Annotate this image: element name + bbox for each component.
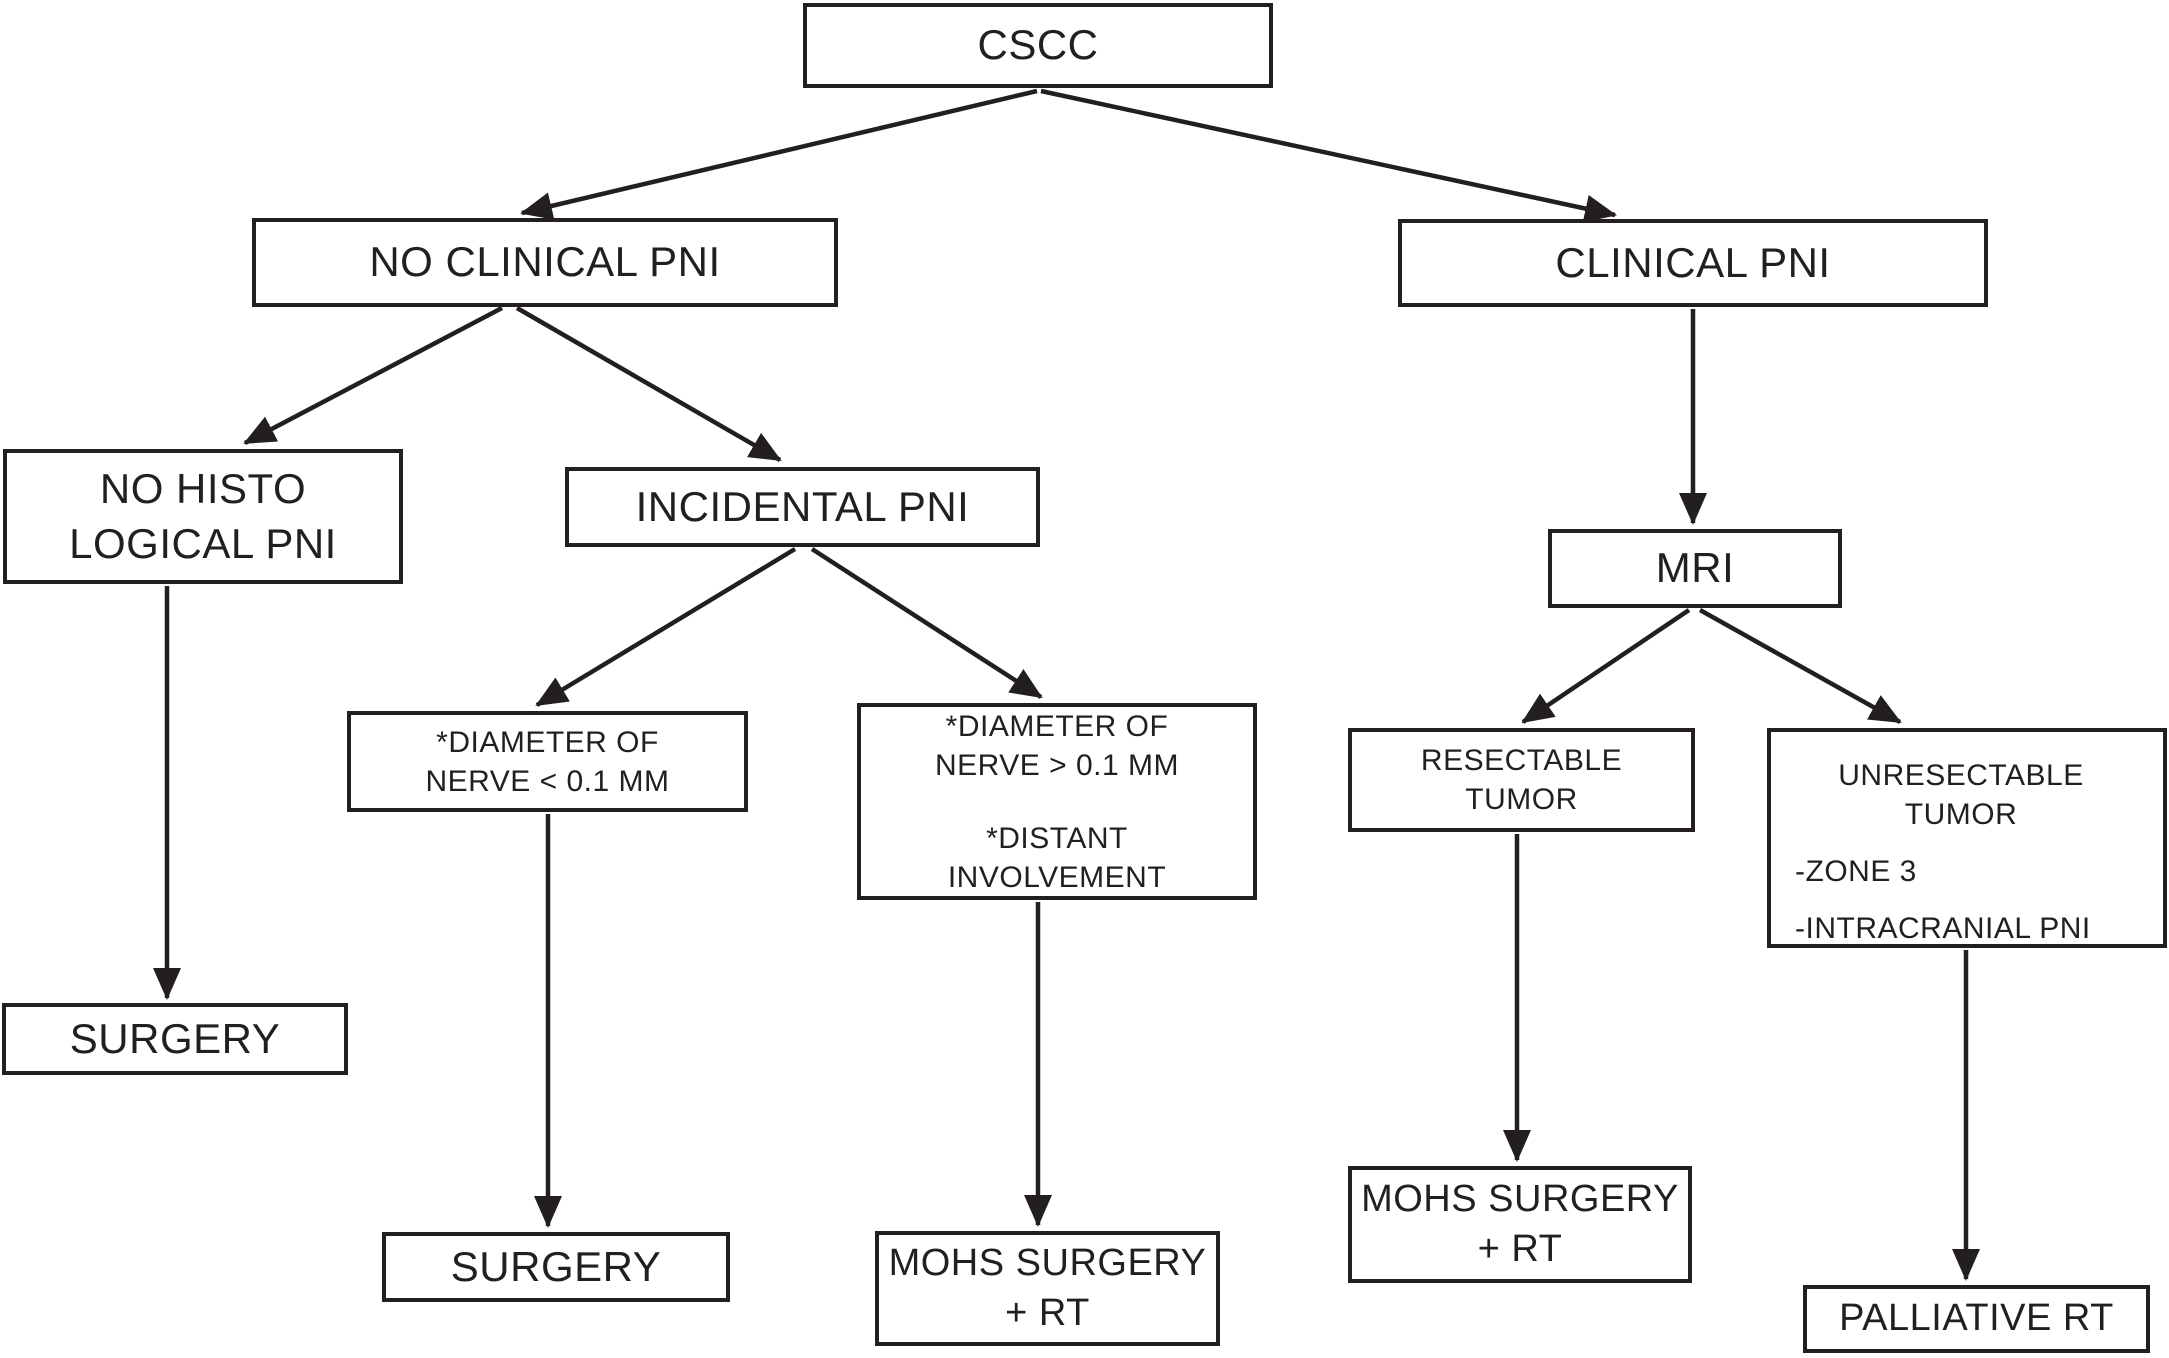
node-mohs-after-resectable: MOHS SURGERY + RT [1348, 1166, 1692, 1283]
node-clinical-pni: CLINICAL PNI [1398, 219, 1988, 307]
node-mohs-after-large-nerve-line2: + RT [1005, 1291, 1090, 1334]
node-nerve-diameter-small-line2: NERVE < 0.1 MM [425, 764, 670, 798]
edge-incidental-nerve-large [810, 547, 1043, 699]
node-cscc: CSCC [803, 3, 1273, 88]
node-resectable-tumor-line1: RESECTABLE [1420, 744, 1623, 777]
node-palliative-rt-label: PALLIATIVE RT [1839, 1297, 2114, 1340]
node-mohs-after-large-nerve: MOHS SURGERY + RT [875, 1231, 1220, 1346]
node-unresectable-tumor-line2: TUMOR [1904, 798, 2018, 831]
node-unresectable-tumor-detail-zone3: -ZONE 3 [1795, 855, 1917, 888]
node-surgery-after-small-nerve: SURGERY [382, 1232, 730, 1302]
node-nerve-diameter-large-line4: INVOLVEMENT [947, 860, 1167, 894]
node-nerve-diameter-large-line2: NERVE > 0.1 MM [934, 748, 1180, 782]
edge-mri-resectable [1521, 608, 1691, 724]
node-mohs-after-resectable-line2: + RT [1477, 1227, 1563, 1270]
node-mohs-after-large-nerve-line1: MOHS SURGERY [888, 1242, 1207, 1285]
node-resectable-tumor-line2: TUMOR [1465, 783, 1578, 816]
node-clinical-pni-label: CLINICAL PNI [1555, 238, 1831, 286]
node-no-clinical-pni: NO CLINICAL PNI [252, 218, 838, 307]
edge-cscc-no-clinical-pni [520, 88, 1038, 220]
node-nerve-diameter-large-line3: *DISTANT [986, 821, 1128, 855]
node-mri-label: MRI [1655, 544, 1735, 592]
node-surgery-after-small-nerve-label: SURGERY [450, 1242, 662, 1290]
node-unresectable-tumor-line1: UNRESECTABLE [1838, 759, 2084, 792]
node-nerve-diameter-large: *DIAMETER OF NERVE > 0.1 MM *DISTANT INV… [857, 703, 1257, 900]
node-surgery-after-no-histological: SURGERY [2, 1003, 348, 1075]
node-mri: MRI [1548, 529, 1842, 608]
node-incidental-pni-label: INCIDENTAL PNI [635, 482, 970, 530]
node-resectable-tumor: RESECTABLE TUMOR [1348, 728, 1695, 832]
node-nerve-diameter-small: *DIAMETER OF NERVE < 0.1 MM [347, 711, 748, 812]
node-surgery-after-no-histological-label: SURGERY [69, 1014, 281, 1062]
edge-no-clinical-no-histological [243, 306, 504, 445]
node-cscc-label: CSCC [977, 21, 1099, 69]
edge-cscc-clinical-pni [1040, 88, 1617, 223]
node-mohs-after-resectable-line1: MOHS SURGERY [1361, 1178, 1679, 1221]
node-no-clinical-pni-label: NO CLINICAL PNI [369, 238, 721, 286]
node-no-histological-pni-line2: LOGICAL PNI [69, 519, 337, 567]
edge-mri-unresectable [1698, 608, 1902, 724]
node-unresectable-tumor: UNRESECTABLE TUMOR -ZONE 3 -INTRACRANIAL… [1767, 728, 2167, 948]
node-nerve-diameter-small-line1: *DIAMETER OF [436, 725, 659, 759]
node-no-histological-pni-line1: NO HISTO [99, 464, 307, 512]
edge-incidental-nerve-small [535, 547, 797, 707]
node-palliative-rt: PALLIATIVE RT [1803, 1285, 2150, 1353]
edge-no-clinical-incidental [515, 306, 782, 462]
node-unresectable-tumor-detail-intracranial: -INTRACRANIAL PNI [1795, 912, 2091, 945]
node-no-histological-pni: NO HISTO LOGICAL PNI [3, 449, 403, 584]
node-nerve-diameter-large-line1: *DIAMETER OF [945, 709, 1169, 743]
node-incidental-pni: INCIDENTAL PNI [565, 467, 1040, 547]
